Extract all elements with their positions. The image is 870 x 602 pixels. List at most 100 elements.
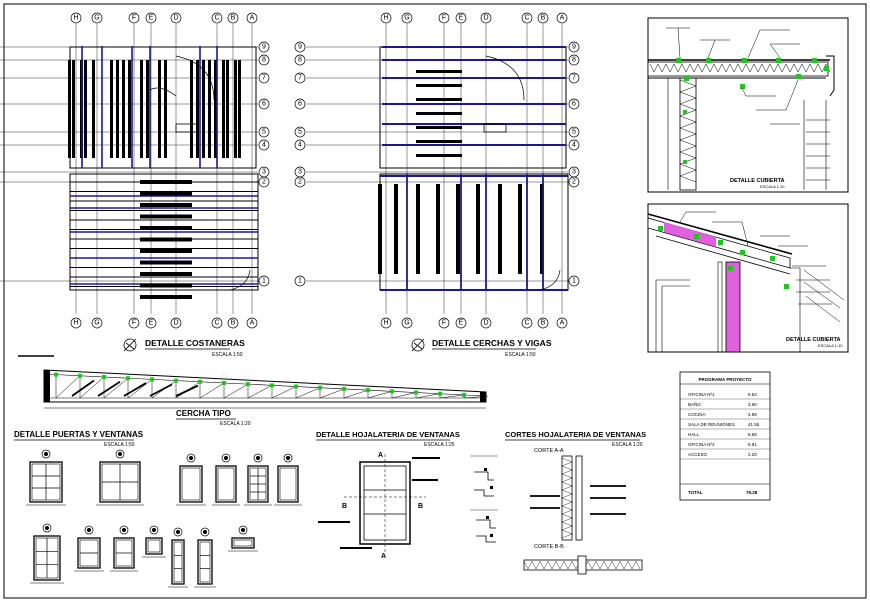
- axis-bubble-bottom: H: [380, 317, 392, 329]
- cuts-title: CORTES HOJALATERIA DE VENTANAS: [505, 430, 646, 439]
- flashing-label-a-top: A: [378, 452, 383, 459]
- axis-label: 9: [572, 44, 576, 51]
- flashing-scale: ESCALA 1:25: [424, 442, 455, 448]
- axis-bubble-left: 1: [294, 275, 306, 287]
- door-window-unit: [142, 525, 166, 558]
- detail-bottom-scale: ESCALA 1:10: [818, 343, 843, 348]
- north-arrow-icon: [123, 338, 137, 352]
- axis-bubble-bottom: A: [556, 317, 568, 329]
- detail-top-title: DETALLE CUBIERTA: [730, 178, 785, 184]
- program-row-value: 8.58: [748, 432, 757, 437]
- axis-label: H: [383, 320, 388, 327]
- axis-label: 6: [572, 101, 576, 108]
- axis-bubble-bottom: E: [455, 317, 467, 329]
- cuts-scale: ESCALA 1:20: [612, 442, 643, 448]
- axis-label: 6: [262, 101, 266, 108]
- axis-bubble-top: H: [380, 12, 392, 24]
- axis-bubble-right: 4: [258, 139, 270, 151]
- axis-bubble-right: 4: [568, 139, 580, 151]
- axis-bubble-bottom: D: [480, 317, 492, 329]
- axis-bubble-top: F: [438, 12, 450, 24]
- flashing-label-b-right: B: [418, 503, 423, 510]
- plan2-title: DETALLE CERCHAS Y VIGAS: [432, 338, 552, 348]
- program-row-name: SALA DE REUNIONES: [688, 422, 735, 427]
- axis-label: G: [404, 15, 409, 22]
- axis-label: D: [483, 320, 488, 327]
- axis-label: 8: [572, 57, 576, 64]
- plan2-title-block: DETALLE CERCHAS Y VIGAS ESCALA 1:50: [411, 338, 552, 358]
- door-window-unit: [228, 525, 258, 552]
- axis-bubble-left: 6: [294, 98, 306, 110]
- axis-label: 1: [298, 278, 302, 285]
- axis-label: F: [442, 15, 446, 22]
- axis-bubble-right: 5: [568, 126, 580, 138]
- door-window-unit: [274, 453, 302, 506]
- flashing-label-a-bottom: A: [381, 553, 386, 560]
- axis-bubble-top: B: [227, 12, 239, 24]
- program-row-value: 9.53: [748, 392, 757, 397]
- plan2-scale: ESCALA 1:50: [505, 352, 536, 358]
- axis-label: F: [132, 320, 136, 327]
- axis-label: B: [541, 320, 546, 327]
- plan1-title: DETALLE COSTANERAS: [145, 338, 245, 348]
- door-window-unit: [96, 449, 144, 506]
- axis-bubble-left: 7: [294, 72, 306, 84]
- program-total-label: TOTAL: [688, 490, 703, 495]
- axis-label: H: [73, 15, 78, 22]
- axis-bubble-bottom: H: [70, 317, 82, 329]
- axis-label: E: [149, 15, 154, 22]
- axis-bubble-right: 9: [258, 41, 270, 53]
- axis-label: 7: [298, 75, 302, 82]
- axis-label: 2: [262, 179, 266, 186]
- door-window-unit: [194, 527, 216, 588]
- program-title: PROGRAMA PROYECTO: [698, 377, 752, 382]
- axis-label: A: [560, 15, 565, 22]
- axis-bubble-top: C: [211, 12, 223, 24]
- truss-scale: ESCALA 1:20: [220, 421, 251, 427]
- program-row-name: ACCESO: [688, 452, 708, 457]
- axis-bubble-right: 2: [568, 176, 580, 188]
- program-row-name: OFICINA Nº1: [688, 392, 715, 397]
- axis-label: 5: [298, 129, 302, 136]
- plan1-scale: ESCALA 1:50: [212, 352, 243, 358]
- axis-bubble-right: 6: [568, 98, 580, 110]
- axis-bubble-top: A: [556, 12, 568, 24]
- door-window-unit: [74, 525, 104, 572]
- axis-label: 7: [262, 75, 266, 82]
- axis-label: H: [73, 320, 78, 327]
- plan1-title-block: DETALLE COSTANERAS ESCALA 1:50: [123, 338, 245, 358]
- axis-label: 1: [262, 278, 266, 285]
- axis-bubble-right: 8: [258, 54, 270, 66]
- axis-label: 5: [572, 129, 576, 136]
- axis-label: C: [214, 320, 219, 327]
- axis-bubble-top: H: [70, 12, 82, 24]
- door-window-unit: [176, 453, 206, 506]
- doors-title: DETALLE PUERTAS Y VENTANAS: [14, 430, 144, 439]
- door-window-unit: [244, 453, 272, 506]
- axis-bubble-right: 6: [258, 98, 270, 110]
- axis-label: 5: [262, 129, 266, 136]
- axis-label: 9: [262, 44, 266, 51]
- axis-label: 9: [298, 44, 302, 51]
- axis-bubble-bottom: F: [128, 317, 140, 329]
- axis-bubble-right: 5: [258, 126, 270, 138]
- axis-label: 6: [298, 101, 302, 108]
- axis-bubble-top: B: [537, 12, 549, 24]
- program-total-value: 79.28: [746, 490, 758, 495]
- axis-label: G: [404, 320, 409, 327]
- axis-bubble-top: G: [91, 12, 103, 24]
- axis-bubble-right: 7: [258, 72, 270, 84]
- axis-label: 8: [262, 57, 266, 64]
- axis-label: 2: [572, 179, 576, 186]
- axis-bubble-top: C: [521, 12, 533, 24]
- door-window-unit: [212, 453, 240, 506]
- axis-bubble-bottom: G: [91, 317, 103, 329]
